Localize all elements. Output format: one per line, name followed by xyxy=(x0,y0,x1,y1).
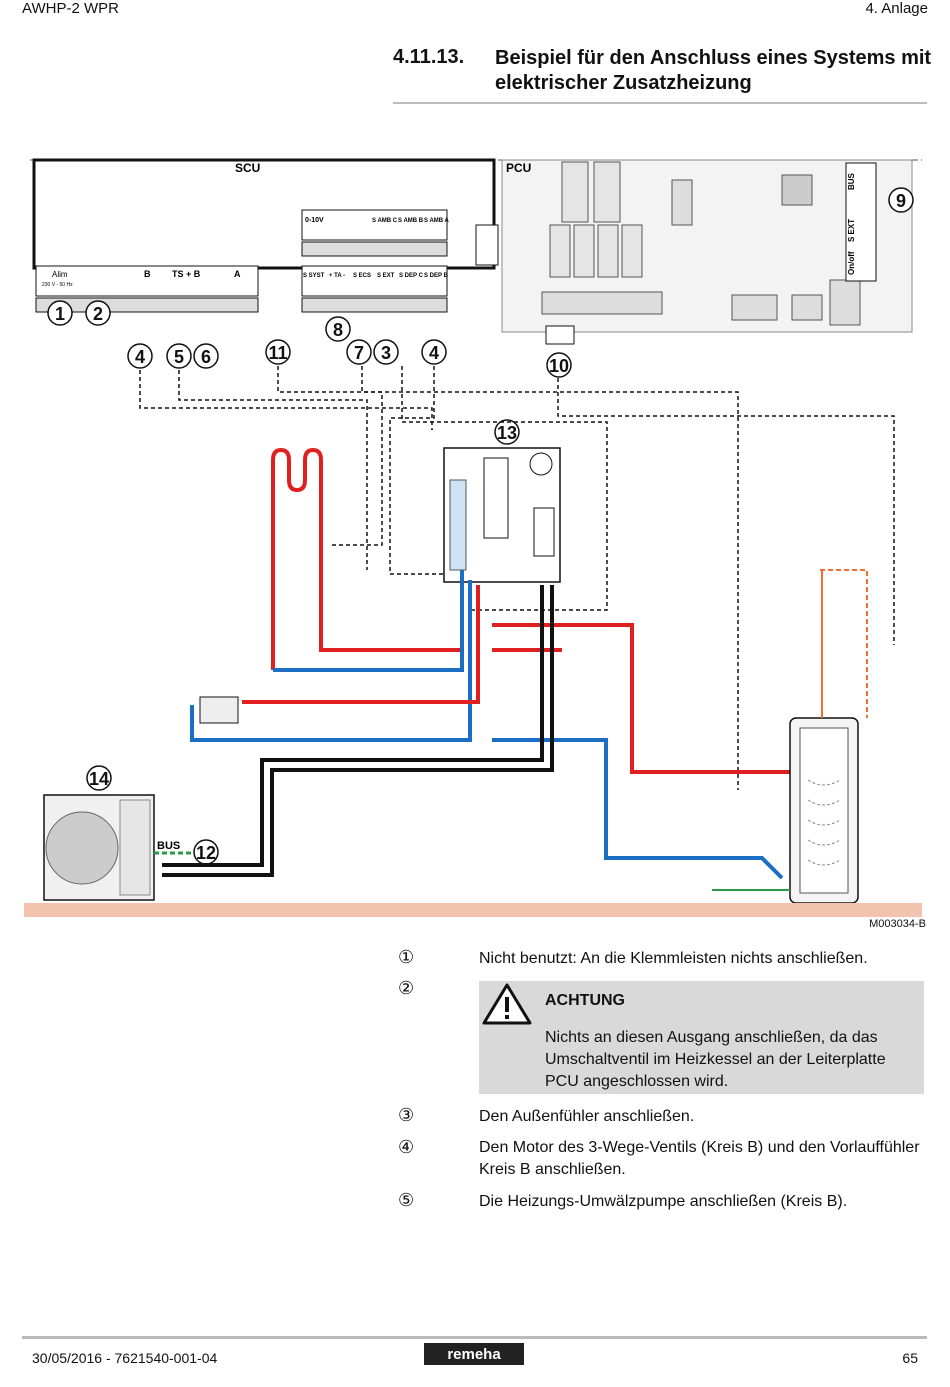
item-5-num: ⑤ xyxy=(398,1190,415,1210)
item-1-text: Nicht benutzt: An die Klemmleisten nicht… xyxy=(479,950,868,967)
bus-label: BUS xyxy=(157,840,180,852)
page-number: 65 xyxy=(902,1350,918,1366)
item-3-text: Den Außenfühler anschließen. xyxy=(479,1108,695,1125)
wiring-diagram: SCU PCU BUS S EXT On/off 0-10V S AMB C S… xyxy=(24,158,922,917)
terminal-samb-c: S AMB C xyxy=(372,218,398,224)
terminal-s-dep-b: S DEP B xyxy=(424,273,449,279)
callout-13: 13 xyxy=(497,423,517,443)
terminal-a: A xyxy=(234,269,241,279)
terminal-alim: Alim xyxy=(52,270,68,279)
callout-7: 7 xyxy=(354,343,364,363)
terminal-ts-b: TS + B xyxy=(172,269,201,279)
footer-doc-id: 30/05/2016 - 7621540-001-04 xyxy=(32,1350,218,1366)
callout-4b: 4 xyxy=(429,343,439,363)
terminal-0-10v: 0-10V xyxy=(305,217,324,224)
callout-12: 12 xyxy=(196,843,216,863)
warning-triangle-icon xyxy=(482,983,532,1025)
terminal-s-dep-c: S DEP C xyxy=(399,273,424,279)
callout-2: 2 xyxy=(93,304,103,324)
callout-1: 1 xyxy=(55,304,65,324)
warning-text: Nichts an diesen Ausgang anschließen, da… xyxy=(545,1029,886,1090)
item-2-num: ② xyxy=(398,978,415,998)
warning-title: ACHTUNG xyxy=(545,992,625,1009)
terminal-s-syst: S SYST xyxy=(303,273,325,279)
terminal-alim-sub: 230 V - 50 Hz xyxy=(42,282,73,288)
logo-text: remeha xyxy=(447,1345,501,1363)
callout-11: 11 xyxy=(268,343,287,363)
remeha-logo: remeha xyxy=(424,1343,524,1365)
item-5-text: Die Heizungs-Umwälzpumpe anschließen (Kr… xyxy=(479,1193,848,1210)
scu-label: SCU xyxy=(235,161,260,175)
callout-10: 10 xyxy=(549,356,569,376)
item-4-text: Den Motor des 3-Wege-Ventils (Kreis B) u… xyxy=(479,1139,920,1178)
callout-9: 9 xyxy=(896,191,906,211)
header-product: AWHP-2 WPR xyxy=(22,0,119,17)
svg-text:BUS: BUS xyxy=(847,172,856,190)
callout-4a: 4 xyxy=(135,347,145,367)
callout-5: 5 xyxy=(174,347,184,367)
terminal-s-ecs: S ECS xyxy=(353,273,371,279)
footer-divider xyxy=(22,1336,927,1339)
warning-box: ACHTUNG Nichts an diesen Ausgang anschli… xyxy=(479,981,924,1094)
section-title: Beispiel für den Anschluss eines Systems… xyxy=(495,47,932,94)
callout-6: 6 xyxy=(201,347,211,367)
callout-3: 3 xyxy=(381,343,391,363)
callout-8: 8 xyxy=(333,320,343,340)
item-4-num: ④ xyxy=(398,1137,415,1157)
item-3-num: ③ xyxy=(398,1105,415,1125)
svg-text:On/off: On/off xyxy=(847,251,856,275)
terminal-samb-a: S AMB A xyxy=(424,218,450,224)
terminal-s-ext: S EXT xyxy=(377,273,395,279)
section-number: 4.11.13. xyxy=(393,46,465,68)
section-divider xyxy=(393,102,927,104)
terminal-b: B xyxy=(144,269,151,279)
pcu-label: PCU xyxy=(506,161,531,175)
header-chapter: 4. Anlage xyxy=(865,0,928,17)
terminal-samb-b: S AMB B xyxy=(398,218,424,224)
item-1-num: ① xyxy=(398,947,415,967)
svg-text:S EXT: S EXT xyxy=(847,219,856,242)
figure-reference: M003034-B xyxy=(869,918,926,930)
callout-14: 14 xyxy=(89,769,109,789)
terminal-ta: + TA - xyxy=(329,273,345,279)
